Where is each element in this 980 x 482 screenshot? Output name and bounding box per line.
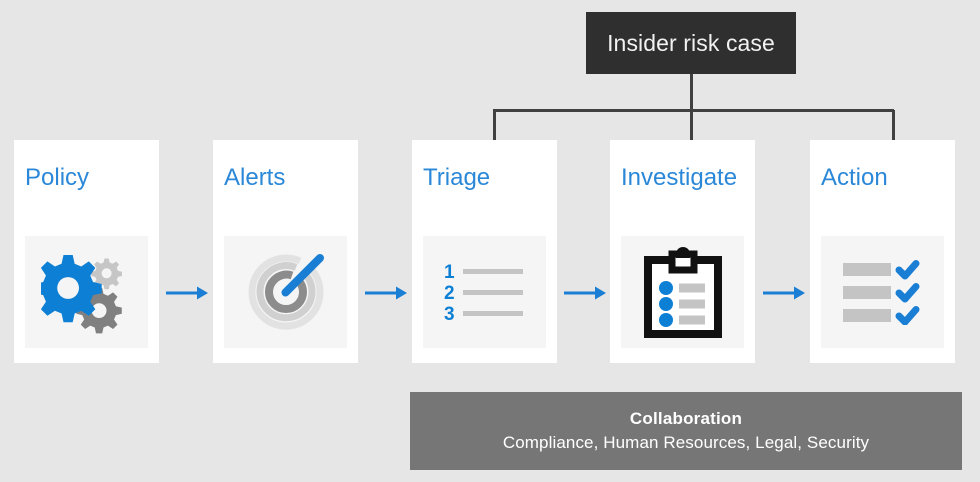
bracket-connector bbox=[493, 74, 895, 141]
collaboration-bar: Collaboration Compliance, Human Resource… bbox=[410, 392, 962, 470]
collaboration-title: Collaboration bbox=[629, 409, 743, 428]
stage-icon-box-policy bbox=[25, 236, 148, 348]
flow-arrow-triage-to-investigate bbox=[564, 286, 606, 300]
flow-arrow-investigate-to-action bbox=[763, 286, 805, 300]
stage-card-triage[interactable]: Triage 1 2 3 bbox=[412, 140, 557, 363]
radar-icon bbox=[248, 254, 324, 330]
flow-arrow-alerts-to-triage bbox=[365, 286, 407, 300]
stage-icon-box-action bbox=[821, 236, 944, 348]
stage-icon-box-alerts bbox=[224, 236, 347, 348]
stage-icon-box-triage: 1 2 3 bbox=[423, 236, 546, 348]
checklist-icon bbox=[842, 260, 919, 325]
svg-text:1: 1 bbox=[444, 262, 455, 283]
stage-label-alerts: Alerts bbox=[224, 164, 286, 191]
collaboration-subtitle: Compliance, Human Resources, Legal, Secu… bbox=[502, 433, 870, 452]
numbered-list-icon: 1 2 3 bbox=[444, 262, 523, 322]
stage-card-action[interactable]: Action bbox=[810, 140, 955, 363]
stage-label-action: Action bbox=[821, 164, 888, 191]
stage-card-investigate[interactable]: Investigate bbox=[610, 140, 755, 363]
stage-card-policy[interactable]: Policy bbox=[14, 140, 159, 363]
insider-risk-case-box: Insider risk case bbox=[586, 12, 796, 74]
stage-icon-box-investigate bbox=[621, 236, 744, 348]
gears-icon bbox=[40, 255, 122, 334]
stage-label-triage: Triage bbox=[423, 164, 491, 191]
svg-text:2: 2 bbox=[444, 283, 455, 304]
stage-label-investigate: Investigate bbox=[621, 164, 738, 191]
svg-text:3: 3 bbox=[444, 304, 455, 322]
stage-label-policy: Policy bbox=[25, 164, 90, 191]
flow-arrow-policy-to-alerts bbox=[166, 286, 208, 300]
clipboard-icon bbox=[643, 247, 722, 338]
stage-card-alerts[interactable]: Alerts bbox=[213, 140, 358, 363]
insider-risk-case-label: Insider risk case bbox=[607, 29, 775, 56]
